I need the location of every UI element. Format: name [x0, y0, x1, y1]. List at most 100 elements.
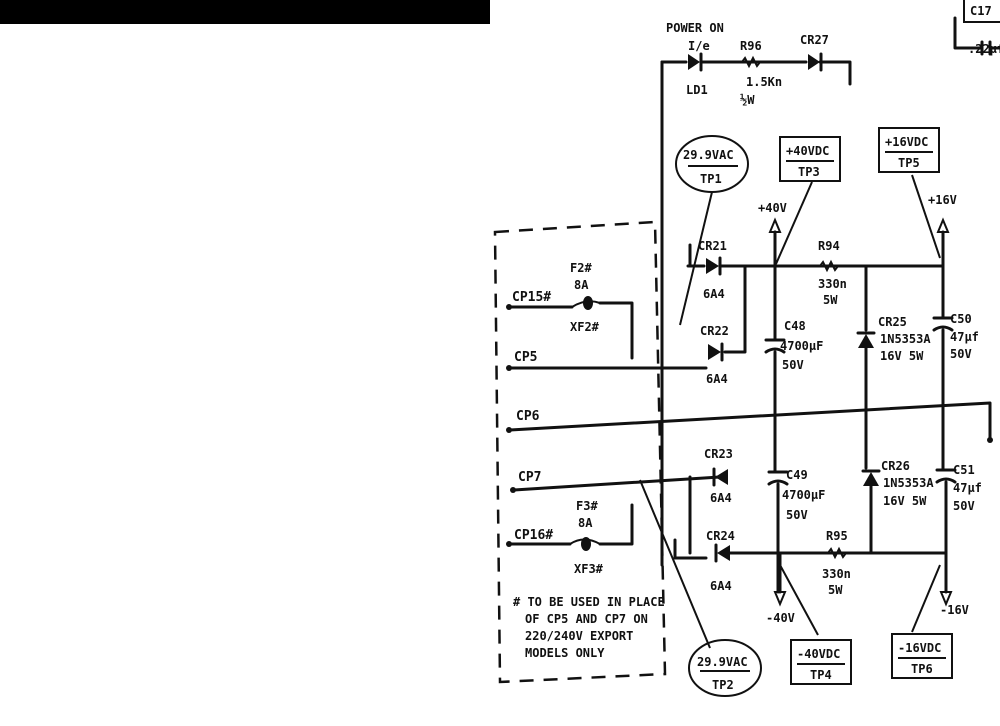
- export-note-line-4: MODELS ONLY: [525, 646, 605, 660]
- capacitor-c49: [767, 470, 789, 486]
- capacitor-c50: [932, 316, 954, 332]
- c50-voltage: 50V: [950, 347, 972, 361]
- cr21-part: 6A4: [703, 287, 725, 301]
- cr25-label: CR25: [878, 315, 907, 329]
- cp7-label: CP7: [518, 470, 541, 485]
- cr26-part: 1N5353A: [883, 476, 934, 490]
- xf3-label: XF3#: [574, 562, 604, 576]
- xf2-label: XF2#: [570, 320, 600, 334]
- r95-value: 330n: [822, 567, 851, 581]
- cr26-rating: 16V 5W: [883, 494, 927, 508]
- capacitor-c51: [935, 468, 957, 484]
- tp2-voltage: 29.9VAC: [697, 655, 748, 669]
- cr25-rating: 16V 5W: [880, 349, 924, 363]
- minus40v-label: -40V: [766, 611, 795, 625]
- minus16v-label: -16V: [940, 603, 969, 617]
- cp5-label: CP5: [514, 350, 537, 365]
- power-on-label: POWER ON: [666, 21, 724, 35]
- capacitor-c17: [980, 40, 992, 56]
- diode-cr24: [714, 543, 730, 563]
- redaction-bar: [0, 0, 490, 24]
- f2-label: F2#: [570, 261, 592, 275]
- diode-cr22: [708, 342, 724, 362]
- tp5-box: [878, 127, 940, 173]
- cr23-label: CR23: [704, 447, 733, 461]
- r96-value: 1.5Kn: [746, 75, 782, 89]
- tp3-voltage: +40VDC: [786, 144, 829, 158]
- tp1-circle: [675, 135, 749, 193]
- fuse-f3: [569, 537, 601, 551]
- f2-amp: 8A: [574, 278, 589, 292]
- tp2-circle: [688, 639, 762, 697]
- f3-amp: 8A: [578, 516, 593, 530]
- tp4-voltage: -40VDC: [797, 647, 840, 661]
- c17-box: [963, 0, 1000, 23]
- diode-led-ld1: [688, 52, 703, 72]
- wires: [508, 16, 1000, 649]
- cr25-part: 1N5353A: [880, 332, 931, 346]
- c49-voltage: 50V: [786, 508, 808, 522]
- cr23-part: 6A4: [710, 491, 732, 505]
- resistor-r94: [819, 259, 839, 273]
- export-note-line-3: 220/240V EXPORT: [525, 629, 633, 643]
- diode-cr27: [808, 52, 823, 72]
- tp1-label: TP1: [700, 172, 722, 186]
- c49-value: 4700µF: [782, 488, 825, 502]
- cp6-label: CP6: [516, 409, 540, 424]
- cp16-label: CP16#: [514, 528, 553, 543]
- tp3-label: TP3: [798, 165, 820, 179]
- connector-dots: [506, 304, 993, 547]
- r95-watt: 5W: [828, 583, 843, 597]
- r94-label: R94: [818, 239, 840, 253]
- tp5-voltage: +16VDC: [885, 135, 928, 149]
- tp6-box: [891, 633, 953, 679]
- tp3-box: [779, 136, 841, 182]
- c51-voltage: 50V: [953, 499, 975, 513]
- fuse-f2: [571, 296, 601, 310]
- c51-label: C51: [953, 463, 975, 477]
- plus40v-label: +40V: [758, 201, 787, 215]
- zener-cr26: [861, 469, 881, 486]
- c17-label: C17: [970, 4, 992, 18]
- diode-cr21: [706, 256, 722, 276]
- zener-cr25: [856, 331, 876, 348]
- cp15-label: CP15#: [512, 290, 551, 305]
- r94-value: 330n: [818, 277, 847, 291]
- led-symbol-label: I/e: [688, 39, 710, 53]
- c51-value: 47µf: [953, 481, 982, 495]
- resistor-r96: [741, 55, 761, 69]
- export-note-line-2: OF CP5 AND CP7 ON: [525, 612, 648, 626]
- resistor-r95: [827, 546, 847, 560]
- f3-label: F3#: [576, 499, 598, 513]
- ld1-label: LD1: [686, 83, 708, 97]
- r94-watt: 5W: [823, 293, 838, 307]
- capacitor-c48: [764, 338, 786, 354]
- c17-value: .22µf: [968, 42, 1000, 56]
- cr24-part: 6A4: [710, 579, 732, 593]
- c49-label: C49: [786, 468, 808, 482]
- cr26-label: CR26: [881, 459, 910, 473]
- cr24-label: CR24: [706, 529, 735, 543]
- tp4-label: TP4: [810, 668, 832, 682]
- tp5-label: TP5: [898, 156, 920, 170]
- tp4-box: [790, 639, 852, 685]
- tp2-label: TP2: [712, 678, 734, 692]
- r96-label: R96: [740, 39, 762, 53]
- diode-cr23: [712, 467, 728, 487]
- tp6-label: TP6: [911, 662, 933, 676]
- tp6-voltage: -16VDC: [898, 641, 941, 655]
- r95-label: R95: [826, 529, 848, 543]
- c50-value: 47µf: [950, 330, 979, 344]
- c48-value: 4700µF: [780, 339, 823, 353]
- cr22-label: CR22: [700, 324, 729, 338]
- arrows: [768, 217, 953, 607]
- c48-label: C48: [784, 319, 806, 333]
- export-note-line-1: # TO BE USED IN PLACE: [513, 595, 665, 609]
- c50-label: C50: [950, 312, 972, 326]
- tp1-voltage: 29.9VAC: [683, 148, 734, 162]
- cr22-part: 6A4: [706, 372, 728, 386]
- plus16v-label: +16V: [928, 193, 957, 207]
- c48-voltage: 50V: [782, 358, 804, 372]
